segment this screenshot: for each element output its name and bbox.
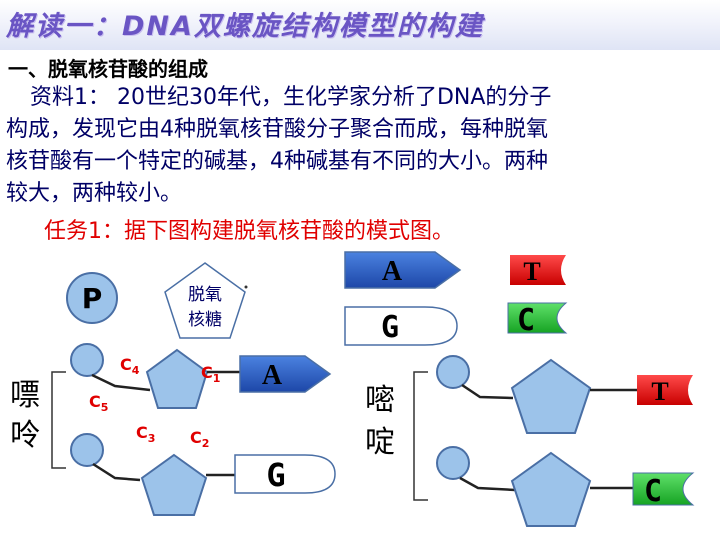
ester-bond-C <box>459 476 516 492</box>
carbon-3-label: C3 <box>136 423 155 445</box>
base-C-part: C <box>507 302 568 338</box>
base-C-shape <box>507 302 568 334</box>
purine-char-2: 呤 <box>10 418 40 453</box>
base-A-label: A <box>382 256 403 287</box>
base-A-shape <box>344 251 462 289</box>
base-T-shape-2 <box>637 375 693 405</box>
phosphate-circle-T <box>436 355 470 389</box>
ester-bond-T <box>461 383 514 400</box>
material-line-3: 核苷酸有一个特定的碱基，4种碱基有不同的大小。两种 <box>6 149 548 174</box>
phosphate-circle <box>66 272 118 324</box>
phosphate-label: P <box>82 282 103 315</box>
carbon-labels: C4 C1 C5 C3 C2 <box>89 355 220 450</box>
phosphate-circle-G <box>70 433 104 467</box>
material-line-1-text: 20世纪30年代，生化学家分析了DNA的分子 <box>117 85 552 110</box>
sugar-label-line-1: 脱氧 <box>188 285 222 305</box>
pyrimidine-bracket <box>413 371 428 501</box>
page-title: 解读一：DNA双螺旋结构模型的构建 <box>6 11 484 42</box>
base-T-part: T <box>510 255 566 286</box>
material-line-2: 构成，发现它由4种脱氧核苷酸分子聚合而成，每种脱氧 <box>6 117 548 142</box>
sugar-part: 脱氧 核糖 <box>164 262 246 339</box>
base-G-shape <box>344 306 458 346</box>
sugar-pentagon-T <box>510 358 592 434</box>
base-G-part: G <box>344 306 458 346</box>
nucleotide-G: G <box>70 433 336 516</box>
purine-bracket <box>51 371 66 469</box>
base-A-label-2: A <box>262 360 283 391</box>
sugar-pentagon-G <box>140 453 208 516</box>
ester-bond-A <box>91 373 151 392</box>
phosphate-circle-A <box>70 343 104 377</box>
base-A-part: A <box>344 251 462 289</box>
nucleotide-C: C <box>436 446 695 527</box>
pyrimidine-char-2: 啶 <box>365 425 395 460</box>
base-C-label-2: C <box>644 474 662 509</box>
carbon-4-label: C4 <box>120 355 140 377</box>
purine-char-1: 嘌 <box>10 378 40 413</box>
material-line-1: 资料1： 20世纪30年代，生化学家分析了DNA的分子 <box>6 82 712 114</box>
sugar-label-line-2: 核糖 <box>188 310 222 330</box>
base-T-label-2: T <box>651 377 668 406</box>
base-T-shape <box>510 255 566 285</box>
carbon-5-label: C5 <box>89 392 108 414</box>
nucleotide-A: A <box>70 343 332 409</box>
material-line-4: 较大，两种较小。 <box>6 181 183 206</box>
base-G-label-2: G <box>266 456 285 494</box>
base-G-shape-2 <box>234 454 336 494</box>
sugar-pentagon-A <box>145 348 209 409</box>
sugar-pentagon-C <box>510 451 592 527</box>
material-label: 资料1： <box>30 85 110 110</box>
dot-mark <box>244 285 248 289</box>
nucleotide-T: T <box>436 355 693 434</box>
base-T-label: T <box>523 257 540 286</box>
phosphate-circle-C <box>436 446 470 480</box>
title-band <box>0 0 720 50</box>
base-C-label: C <box>517 303 535 338</box>
pyrimidine-char-1: 嘧 <box>365 383 395 418</box>
phosphate-part: P <box>66 272 118 324</box>
base-A-shape-2 <box>239 355 332 393</box>
task-instruction: 任务1：据下图构建脱氧核苷酸的模式图。 <box>44 219 454 244</box>
material-paragraph: 资料1： 20世纪30年代，生化学家分析了DNA的分子 构成，发现它由4种脱氧核… <box>6 82 712 210</box>
carbon-1-label: C1 <box>201 363 220 385</box>
sugar-pentagon <box>164 262 246 339</box>
section-heading: 一、脱氧核苷酸的组成 <box>8 57 208 81</box>
base-G-label: G <box>381 310 399 345</box>
base-C-shape-2 <box>632 472 695 506</box>
ester-bond-G <box>92 462 141 482</box>
carbon-2-label: C2 <box>190 428 209 450</box>
